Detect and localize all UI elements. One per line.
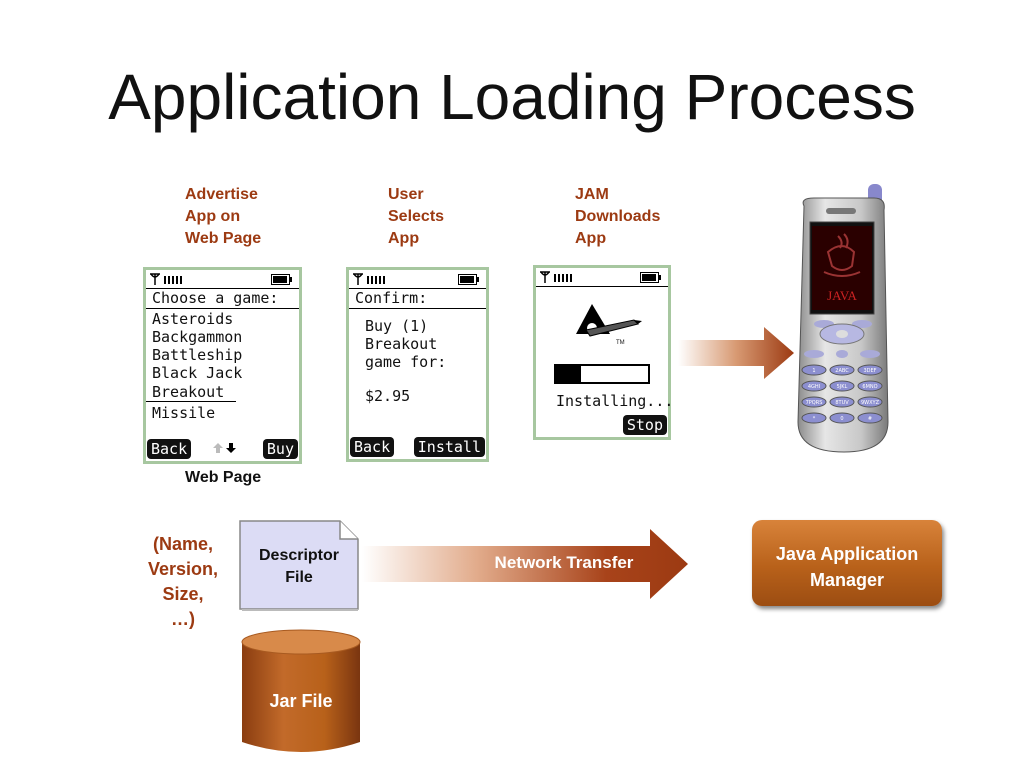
keypad-key (857, 364, 883, 376)
step-line: JAM (575, 186, 609, 203)
keypad-key (829, 364, 855, 376)
phone-screen-installing: TM Installing... Stop (533, 265, 674, 440)
keypad-key-label: 3DEF (863, 368, 876, 374)
step-line: App on (185, 208, 241, 225)
list-item[interactable]: Battleship (152, 346, 243, 364)
step-label-advertise: Advertise App on Web Page (185, 184, 261, 250)
java-duke-logo-icon (576, 304, 642, 337)
phone-brand-text: JAVA (827, 288, 857, 303)
field-line: (Name, (152, 534, 214, 554)
screen-header: Choose a game: (146, 288, 299, 309)
step-label-downloads: JAM Downloads App (575, 184, 660, 250)
signal-icon (150, 273, 182, 285)
step-line: App (388, 230, 420, 247)
signal-icon (540, 271, 572, 283)
scroll-arrows-icon (213, 443, 236, 453)
phone-screen-confirm: Confirm: Buy (1) Breakout game for: $2.9… (346, 267, 489, 462)
step-line: Selects (388, 208, 445, 225)
battery-icon (458, 274, 479, 285)
step-line: Advertise (185, 186, 258, 203)
descriptor-label-line: Descriptor (258, 547, 340, 564)
web-page-label: Web Page (185, 469, 262, 486)
keypad-key (801, 396, 827, 408)
status-bar (536, 268, 668, 286)
signal-icon (353, 273, 385, 285)
jar-file-cylinder-icon (241, 629, 361, 752)
installing-status: Installing... (556, 392, 674, 410)
status-bar (146, 270, 299, 288)
list-item[interactable]: Asteroids (152, 310, 234, 328)
keypad-key-label: 6MNO (862, 384, 877, 390)
keypad-key (857, 396, 883, 408)
keypad-key (857, 412, 883, 424)
screen-header: Confirm: (349, 288, 486, 309)
keypad-key-label: 7PQRS (806, 400, 823, 406)
field-line: Version, (147, 559, 219, 579)
step-line: Web Page (185, 230, 262, 247)
download-arrow-icon (678, 327, 794, 379)
jam-label-line: Manager (809, 570, 885, 590)
back-button[interactable]: Back (350, 437, 395, 457)
field-line: Size, (162, 584, 204, 604)
keypad-key-label: # (868, 416, 872, 422)
jam-label-line: Java Application (775, 544, 919, 564)
step-line: Downloads (575, 208, 661, 225)
confirm-line: game for: (365, 353, 447, 371)
field-line: …) (171, 609, 195, 629)
network-transfer-label: Network Transfer (494, 553, 634, 572)
battery-icon (271, 274, 292, 285)
descriptor-fields-text: (Name, Version, Size, …) (128, 532, 238, 632)
keypad-key (829, 412, 855, 424)
install-button[interactable]: Install (413, 437, 485, 457)
keypad-key-label: 4GHI (808, 384, 820, 390)
keypad-key-label: 0 (840, 416, 843, 422)
step-label-selects: User Selects App (388, 184, 444, 250)
status-bar (349, 270, 486, 288)
keypad-key-label: * (813, 416, 816, 422)
confirm-line: Buy (1) (365, 317, 429, 335)
list-item-selected[interactable]: Breakout (146, 383, 237, 402)
mobile-phone-icon: JAVA 1 2ABC 3DEF 4GHI 5JKL 6MNO 7PQRS 8TUV 9WXYZ… (797, 184, 889, 453)
progress-fill (556, 366, 581, 382)
keypad-key (829, 380, 855, 392)
trademark-text: TM (616, 340, 625, 346)
java-application-manager-box (752, 520, 942, 606)
keypad-key-label: 1 (812, 368, 815, 374)
stop-button[interactable]: Stop (622, 415, 667, 435)
list-item[interactable]: Black Jack (152, 364, 243, 382)
slide-title: Application Loading Process (108, 61, 916, 133)
step-line: App (575, 230, 607, 247)
list-item[interactable]: Backgammon (152, 328, 243, 346)
phone-screen-game-list: Choose a game: Asteroids Backgammon Batt… (143, 267, 302, 464)
keypad-key (801, 412, 827, 424)
keypad-key-label: 8TUV (835, 400, 849, 406)
battery-icon (640, 272, 661, 283)
keypad-key (829, 396, 855, 408)
descriptor-file-icon (239, 520, 359, 611)
network-transfer-arrow-icon (362, 529, 688, 599)
keypad-key (801, 380, 827, 392)
buy-button[interactable]: Buy (262, 439, 298, 459)
confirm-line: Breakout (365, 335, 438, 353)
progress-bar (554, 364, 650, 384)
jar-file-label: Jar File (269, 691, 333, 711)
price-text: $2.95 (365, 387, 411, 405)
descriptor-file-label: Descriptor File (240, 545, 358, 589)
list-item[interactable]: Missile (152, 404, 216, 422)
keypad-key-label: 9WXYZ (861, 400, 880, 406)
keypad-key-label: 5JKL (837, 384, 848, 390)
keypad-key-label: 2ABC (835, 368, 849, 374)
back-button[interactable]: Back (147, 439, 192, 459)
step-line: User (388, 186, 424, 203)
descriptor-label-line: File (285, 569, 313, 586)
keypad-key (857, 380, 883, 392)
keypad-key (801, 364, 827, 376)
jam-box-label: Java Application Manager (752, 541, 942, 593)
